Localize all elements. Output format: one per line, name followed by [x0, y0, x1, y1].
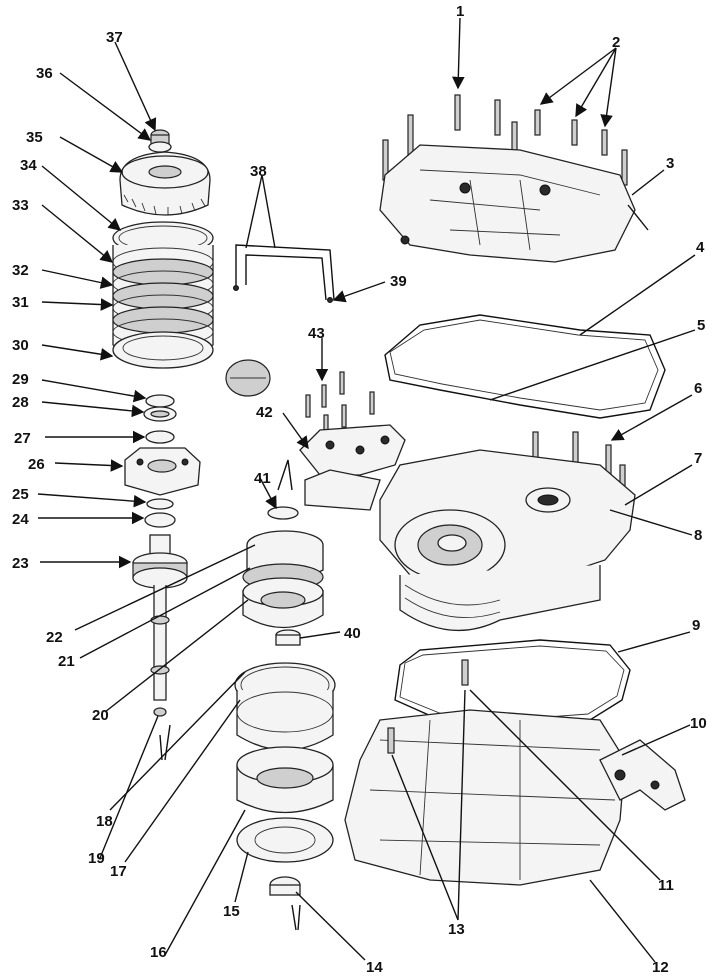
- callout-38: 38: [250, 163, 267, 180]
- callout-10: 10: [690, 715, 707, 732]
- part-30-piston: [112, 331, 214, 369]
- callout-6: 6: [694, 380, 702, 397]
- part-38-pipe: [235, 244, 335, 301]
- callout-42: 42: [256, 404, 273, 421]
- part-13-dowel-b: [387, 727, 395, 754]
- callout-37: 37: [106, 29, 123, 46]
- callout-24: 24: [12, 511, 29, 528]
- callout-12: 12: [652, 959, 669, 976]
- part-23-shaft: [153, 585, 167, 701]
- part-19: [153, 707, 167, 717]
- part-24: [144, 512, 176, 528]
- part-17: [236, 690, 334, 751]
- part-43-bolts: [305, 371, 375, 438]
- callout-7: 7: [694, 450, 702, 467]
- callout-41: 41: [254, 470, 271, 487]
- callout-40: 40: [344, 625, 361, 642]
- callout-9: 9: [692, 617, 700, 634]
- callout-11: 11: [658, 877, 674, 894]
- callout-14: 14: [366, 959, 383, 976]
- part-15: [236, 817, 334, 863]
- callout-33: 33: [12, 197, 29, 214]
- callout-5: 5: [697, 317, 705, 334]
- callout-32: 32: [12, 262, 29, 279]
- callout-39: 39: [390, 273, 407, 290]
- callout-13: 13: [448, 921, 465, 938]
- callout-36: 36: [36, 65, 53, 82]
- callout-2: 2: [612, 34, 620, 51]
- callout-4: 4: [696, 239, 705, 256]
- housing-parts: [344, 94, 686, 886]
- callout-labels: 1 2 3 4 5 6 7 8 9 10 11 12 13 14 15 16 1…: [12, 3, 707, 976]
- part-25: [146, 498, 174, 510]
- part-3-cover: [379, 144, 636, 263]
- callout-34: 34: [20, 157, 37, 174]
- callout-21: 21: [58, 653, 75, 670]
- part-12-housing: [344, 709, 626, 886]
- leader-lines: [37, 17, 696, 963]
- part-41: [267, 506, 299, 520]
- callout-18: 18: [96, 813, 113, 830]
- callout-20: 20: [92, 707, 109, 724]
- part-27: [145, 430, 175, 444]
- callout-43: 43: [308, 325, 325, 342]
- callout-1: 1: [456, 3, 464, 20]
- callout-16: 16: [150, 944, 167, 961]
- callout-17: 17: [110, 863, 127, 880]
- part-36-washer: [148, 141, 172, 153]
- callout-8: 8: [694, 527, 702, 544]
- callout-35: 35: [26, 129, 43, 146]
- callout-3: 3: [666, 155, 674, 172]
- part-42-valve-body: [299, 424, 406, 476]
- part-9-gasket: [394, 639, 631, 726]
- middle-parts: [233, 244, 406, 931]
- part-4-gasket: [384, 314, 666, 419]
- callout-27: 27: [14, 430, 31, 447]
- clutch-stack-parts: [112, 129, 271, 761]
- callout-23: 23: [12, 555, 29, 572]
- callout-30: 30: [12, 337, 29, 354]
- callout-19: 19: [88, 850, 105, 867]
- callout-29: 29: [12, 371, 29, 388]
- callout-25: 25: [12, 486, 29, 503]
- callout-15: 15: [223, 903, 240, 920]
- part-13-dowel-a: [461, 659, 469, 686]
- callout-26: 26: [28, 456, 45, 473]
- callout-22: 22: [46, 629, 63, 646]
- callout-31: 31: [12, 294, 29, 311]
- part-29: [145, 394, 175, 408]
- callout-28: 28: [12, 394, 29, 411]
